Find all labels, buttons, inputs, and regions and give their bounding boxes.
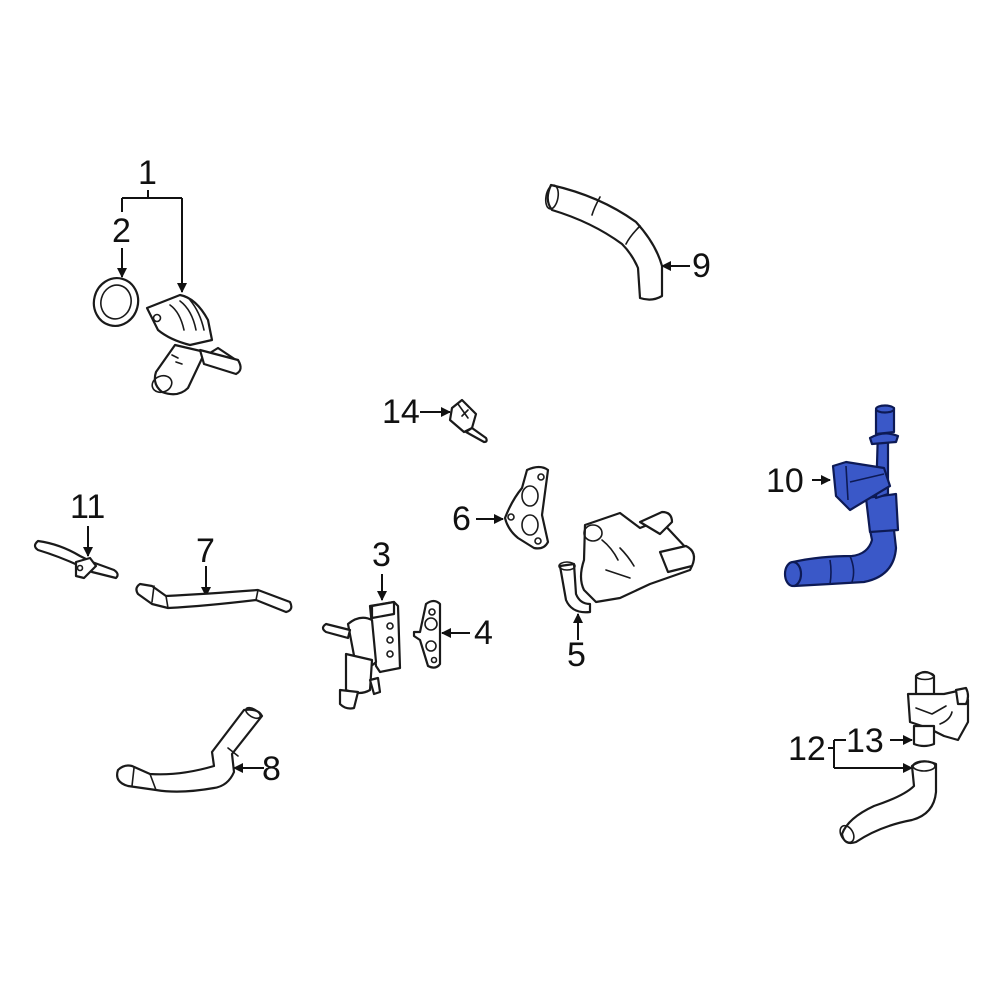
pump-hose-part-12 bbox=[839, 760, 938, 845]
callout-5[interactable]: 5 bbox=[567, 636, 586, 674]
coolant-pipe-part-11 bbox=[33, 526, 119, 580]
callout-10[interactable]: 10 bbox=[766, 462, 804, 500]
water-valve-part-3 bbox=[321, 574, 402, 710]
housing-gasket-part-6 bbox=[476, 465, 550, 550]
callout-6[interactable]: 6 bbox=[452, 500, 471, 538]
callout-14[interactable]: 14 bbox=[382, 393, 420, 431]
callout-12[interactable]: 12 bbox=[788, 730, 826, 768]
callout-1[interactable]: 1 bbox=[138, 154, 157, 192]
o-ring-seal-part-2 bbox=[92, 277, 140, 327]
valve-gasket-part-4 bbox=[412, 599, 470, 669]
callout-2[interactable]: 2 bbox=[112, 212, 131, 250]
callout-9[interactable]: 9 bbox=[692, 247, 711, 285]
temperature-sensor-part-14 bbox=[420, 398, 488, 444]
callout-4[interactable]: 4 bbox=[474, 614, 493, 652]
coolant-hose-part-9 bbox=[544, 183, 690, 301]
callout-3[interactable]: 3 bbox=[372, 536, 391, 574]
callout-11[interactable]: 11 bbox=[70, 488, 106, 526]
coolant-hose-part-8 bbox=[116, 706, 264, 793]
leader-1-2 bbox=[117, 190, 182, 292]
callout-8[interactable]: 8 bbox=[262, 750, 281, 788]
auxiliary-water-pump-part-13 bbox=[906, 670, 970, 748]
water-outlet-housing-part-5 bbox=[558, 510, 696, 640]
leader-12-13 bbox=[828, 735, 913, 773]
bypass-hose-part-7 bbox=[135, 566, 293, 614]
callout-13[interactable]: 13 bbox=[846, 722, 884, 760]
callout-7[interactable]: 7 bbox=[196, 532, 215, 570]
thermostat-housing-part-1 bbox=[145, 293, 242, 396]
coolant-pipe-part-10-highlighted bbox=[783, 404, 900, 588]
